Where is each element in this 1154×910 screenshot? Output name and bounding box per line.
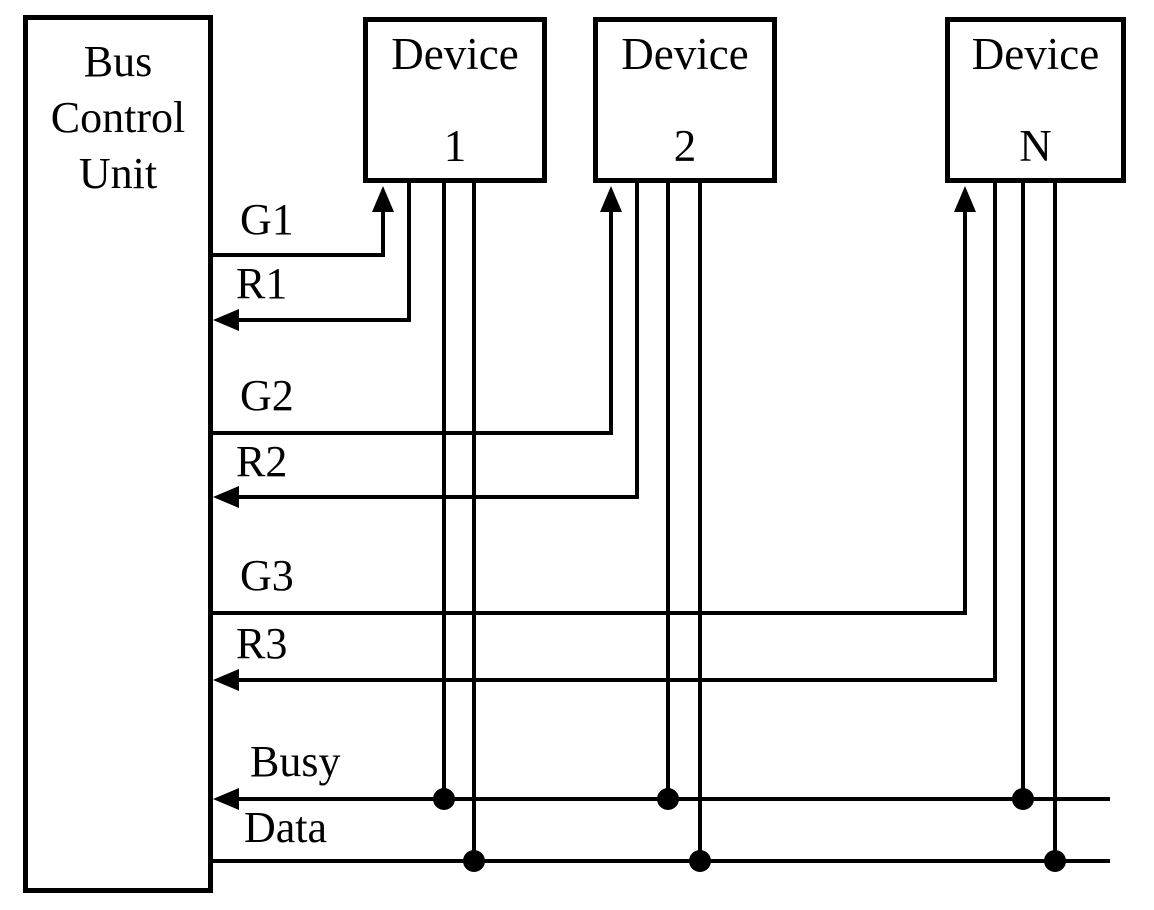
busy-arrowhead-left <box>213 788 239 810</box>
device-2-data-junction-dot <box>689 850 711 872</box>
g1-label: G1 <box>240 195 294 244</box>
device-n-data-drop-wire <box>1053 183 1057 861</box>
g2-label: G2 <box>240 371 294 420</box>
device-1-box: Device 1 <box>363 17 547 183</box>
g1-wire-vertical <box>381 206 385 257</box>
device-n-number: N <box>1019 121 1052 171</box>
device-2-busy-junction-dot <box>657 788 679 810</box>
r3-label: R3 <box>236 619 288 668</box>
device-2-data-drop-wire <box>698 183 702 861</box>
data-label: Data <box>244 803 328 852</box>
r2-label: R2 <box>236 437 288 486</box>
device-n-data-junction-dot <box>1044 850 1066 872</box>
g1-arrowhead-up <box>372 186 394 212</box>
device-1-busy-junction-dot <box>433 788 455 810</box>
g3-arrowhead-up <box>954 186 976 212</box>
g3-label: G3 <box>240 551 294 600</box>
device-2-box: Device 2 <box>593 17 777 183</box>
bus-control-unit-label: Bus Control Unit <box>28 34 208 202</box>
device-n-box: Device N <box>945 17 1126 183</box>
r2-wire-vertical <box>635 183 639 499</box>
g2-wire-vertical <box>609 206 613 435</box>
device-2-title: Device <box>621 29 749 79</box>
r3-arrowhead-left <box>213 669 239 691</box>
g2-arrowhead-up <box>600 186 622 212</box>
r1-wire-horizontal <box>233 318 411 322</box>
device-n-busy-drop-wire <box>1021 183 1025 799</box>
g1-wire-horizontal <box>213 253 385 257</box>
device-2-number: 2 <box>673 121 697 171</box>
data-bus-line <box>213 859 1110 863</box>
busy-label: Busy <box>250 737 341 786</box>
r1-label: R1 <box>236 259 288 308</box>
device-1-number: 1 <box>443 121 467 171</box>
r1-wire-vertical <box>407 183 411 322</box>
r1-arrowhead-left <box>213 309 239 331</box>
bcu-label-line-2: Control <box>50 93 186 142</box>
bcu-label-line-3: Unit <box>78 149 158 198</box>
device-n-busy-junction-dot <box>1012 788 1034 810</box>
device-n-title: Device <box>971 29 1100 79</box>
device-1-data-drop-wire <box>472 183 476 861</box>
bcu-label-line-1: Bus <box>83 37 153 86</box>
r3-wire-vertical <box>993 183 997 682</box>
bus-control-unit-box: Bus Control Unit <box>23 15 213 893</box>
device-1-busy-drop-wire <box>442 183 446 799</box>
device-1-data-junction-dot <box>463 850 485 872</box>
g2-wire-horizontal <box>213 431 613 435</box>
r3-wire-horizontal <box>233 678 997 682</box>
g3-wire-horizontal <box>213 611 967 615</box>
device-1-title: Device <box>391 29 519 79</box>
r2-wire-horizontal <box>233 495 639 499</box>
r2-arrowhead-left <box>213 486 239 508</box>
device-2-busy-drop-wire <box>666 183 670 799</box>
g3-wire-vertical <box>963 206 967 615</box>
